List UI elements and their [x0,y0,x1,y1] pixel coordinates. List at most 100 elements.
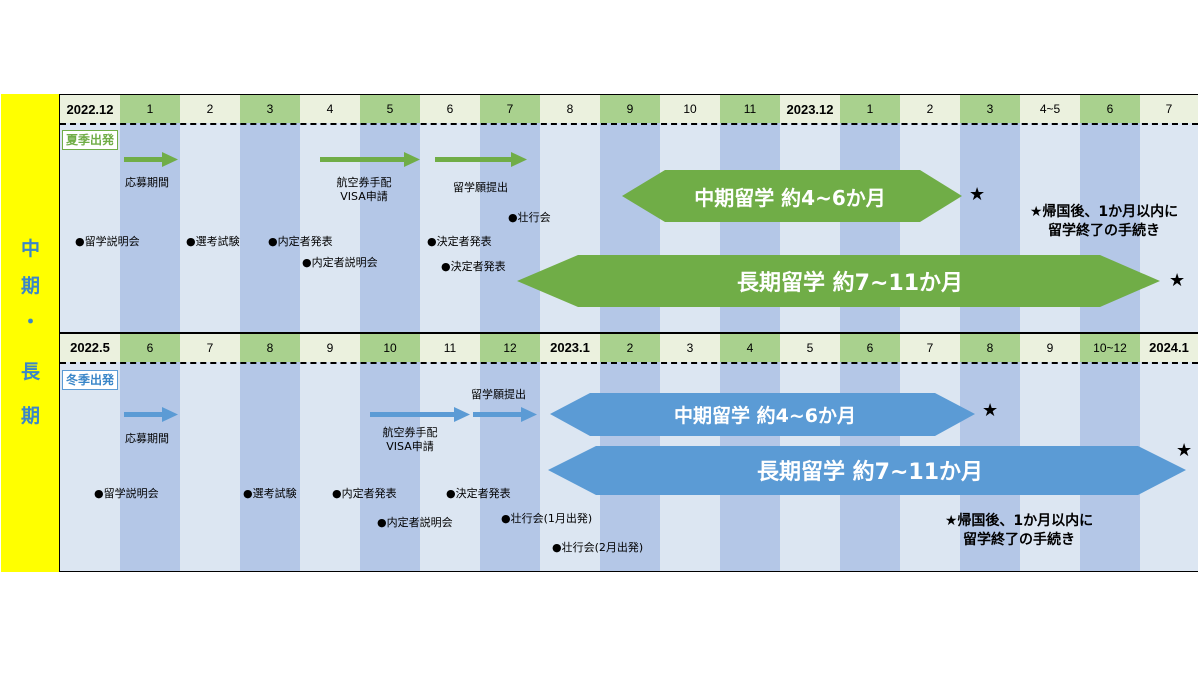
winter-send-off-feb: ●壮行会(2月出発) [552,541,644,554]
summer-header-month: 6 [1080,95,1140,123]
winter-submit-app: 留学願提出 [471,388,526,401]
winter-header-month: 4 [720,333,780,362]
summer-column-stripe [60,123,120,332]
summer-apply-period: 応募期間 [125,176,169,189]
winter-ticket-arrow [370,407,470,422]
summer-header-month: 5 [360,95,420,123]
summer-ticket-line1: 航空券手配 [336,176,392,189]
side-label-char: 期 [20,275,40,297]
winter-info-session: ●留学説明会 [94,487,159,500]
winter-header-month: 2 [600,333,660,362]
summer-long-term-label: 長期留学 約7~11か月 [736,271,964,296]
winter-long-term-star: ★ [1176,440,1193,461]
winter-apply-period: 応募期間 [125,432,169,445]
winter-header-month: 6 [120,333,180,362]
winter-column-stripe [60,362,120,571]
summer-header-month: 2023.12 [780,95,840,123]
winter-column-stripe [120,362,180,571]
summer-mid-term-label: 中期留学 約4~6か月 [694,185,886,210]
winter-note-line2: 留学終了の手続き [963,532,1075,548]
winter-header-month: 3 [660,333,720,362]
summer-long-term-star: ★ [1169,270,1186,291]
winter-long-term-label-box: 長期留学 約7~11か月 [590,447,1150,493]
summer-ticket-line2: VISA申請 [340,190,388,203]
winter-submit-arrow [473,407,537,422]
summer-header-month: 4~5 [1020,95,1080,123]
summer-header-month: 11 [720,95,780,123]
summer-season-label: 夏季出発 [62,130,119,150]
side-label-char: 長 [20,361,40,383]
side-label-char: 中 [20,238,40,260]
summer-apply-arrow [124,152,178,167]
winter-header-month: 7 [900,333,960,362]
summer-header-month: 8 [540,95,600,123]
summer-return-note: ★帰国後、1か月以内に 留学終了の手続き [1010,203,1198,241]
winter-offer-announce: ●内定者発表 [332,487,397,500]
summer-header-month: 6 [420,95,480,123]
summer-mid-term-label-box: 中期留学 約4~6か月 [640,172,940,220]
winter-header-month: 2024.1 [1140,333,1198,362]
winter-header-month: 2023.1 [540,333,600,362]
summer-long-term-band [517,255,1160,307]
winter-column-stripe [420,362,480,571]
winter-header-month: 5 [780,333,840,362]
summer-mid-term-star: ★ [969,184,986,205]
section-separator [60,332,1198,334]
winter-column-stripe [300,362,360,571]
winter-header-month: 9 [300,333,360,362]
winter-header-month: 8 [960,333,1020,362]
winter-return-note: ★帰国後、1か月以内に 留学終了の手続き [920,512,1118,550]
summer-info-session: ●留学説明会 [75,235,140,248]
summer-header-month: 3 [960,95,1020,123]
side-label-char: 期 [20,405,40,427]
summer-header-month: 7 [480,95,540,123]
winter-header-separator [60,362,1198,364]
summer-column-stripe [240,123,300,332]
summer-decision-announce: ●決定者発表 [427,235,492,248]
winter-column-stripe [360,362,420,571]
winter-apply-arrow [124,407,178,422]
winter-column-stripe [240,362,300,571]
summer-note-line2: 留学終了の手続き [1048,223,1160,239]
winter-offer-briefing: ●内定者説明会 [377,516,453,529]
winter-mid-term-star: ★ [982,400,999,421]
winter-mid-term-label: 中期留学 約4~6か月 [674,404,856,427]
winter-header-month: 10~12 [1080,333,1140,362]
summer-submit-app: 留学願提出 [453,181,508,194]
side-label-panel: 中 期 ・ 長 期 [1,94,60,572]
summer-header-month: 2 [180,95,240,123]
winter-long-term-band [548,446,1186,495]
summer-ticket-label: 航空券手配 VISA申請 [328,176,400,204]
winter-column-stripe [480,362,540,571]
winter-send-off-jan: ●壮行会(1月出発) [501,512,593,525]
winter-header-month: 7 [180,333,240,362]
winter-header-month: 9 [1020,333,1080,362]
summer-column-stripe [180,123,240,332]
summer-header-month: 3 [240,95,300,123]
winter-header-month: 11 [420,333,480,362]
side-label-char: ・ [20,311,40,333]
winter-season-label: 冬季出発 [62,370,119,390]
summer-header-month: 2022.12 [60,95,120,123]
summer-header-month: 9 [600,95,660,123]
summer-submit-arrow [435,152,527,167]
winter-ticket-line2: VISA申請 [386,440,434,453]
winter-header-month: 10 [360,333,420,362]
summer-long-term-label-box: 長期留学 約7~11か月 [560,257,1140,305]
winter-mid-term-label-box: 中期留学 約4~6か月 [580,394,950,434]
winter-note-line1: ★帰国後、1か月以内に [944,513,1094,529]
winter-header-month: 2022.5 [60,333,120,362]
summer-selection-exam: ●選考試験 [186,235,240,248]
summer-header-month: 1 [840,95,900,123]
summer-header-month: 10 [660,95,720,123]
summer-offer-briefing: ●内定者説明会 [302,256,378,269]
summer-header-separator [60,123,1198,125]
summer-header-month: 7 [1140,95,1198,123]
winter-ticket-label: 航空券手配 VISA申請 [374,426,446,454]
summer-header-month: 4 [300,95,360,123]
summer-decision-announce-2: ●決定者発表 [441,260,506,273]
winter-ticket-line1: 航空券手配 [382,426,438,439]
summer-note-line1: ★帰国後、1か月以内に [1029,204,1179,220]
winter-header-month: 12 [480,333,540,362]
